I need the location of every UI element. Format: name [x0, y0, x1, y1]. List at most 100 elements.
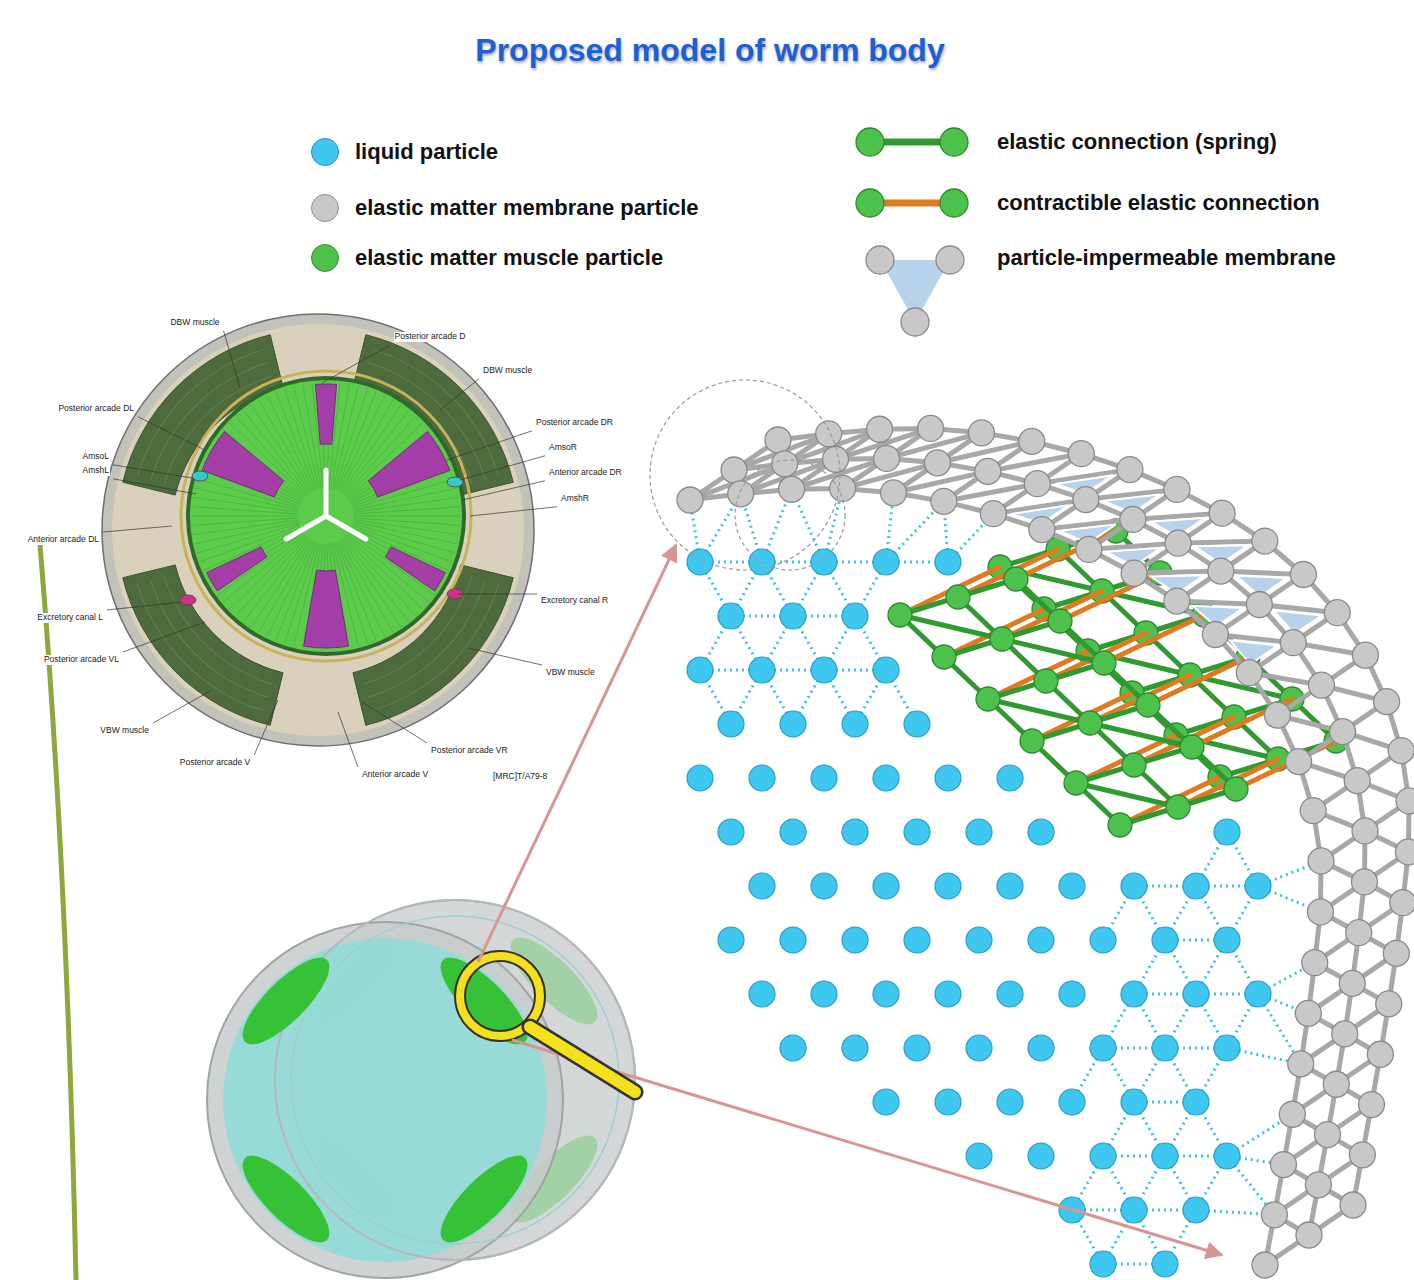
part-label: AmsoL	[82, 452, 110, 462]
contractile-spring	[1090, 675, 1190, 723]
part-label: Excretory canal L	[36, 613, 104, 623]
liquid-particle	[749, 873, 775, 899]
leader-line	[447, 431, 532, 460]
liquid-particle	[842, 711, 868, 737]
legend-text: elastic connection (spring)	[997, 129, 1277, 155]
part-label: Posterior arcade VR	[430, 746, 509, 756]
membrane-particle	[1344, 768, 1370, 794]
membrane-particle	[1290, 562, 1316, 588]
liquid-particle	[873, 981, 899, 1007]
membrane-particle	[1352, 818, 1378, 844]
membrane-particle	[1246, 592, 1272, 618]
muscle-particle-group	[988, 519, 1348, 789]
membrane-particle	[1280, 630, 1306, 656]
legend-text: liquid particle	[355, 139, 498, 165]
liquid-particle	[811, 549, 837, 575]
liquid-particle	[1214, 1143, 1240, 1169]
leader-line	[254, 700, 278, 755]
muscle-particle	[1048, 609, 1072, 633]
leader-line	[123, 622, 205, 652]
membrane-particle	[1073, 487, 1099, 513]
membrane-particle	[1295, 1000, 1321, 1026]
pharynx-fibre	[294, 386, 320, 489]
leader-line	[458, 594, 537, 595]
membrane-particle	[874, 445, 900, 471]
membrane-particle	[1068, 441, 1094, 467]
legend-swatch	[311, 194, 339, 222]
muscle-particle	[1166, 795, 1190, 819]
liquid-particle	[904, 711, 930, 737]
legend-text: elastic matter muscle particle	[355, 245, 663, 271]
part-label: Posterior arcade DR	[535, 418, 614, 428]
liquid-particle	[1090, 927, 1116, 953]
liquid-particle	[780, 927, 806, 953]
membrane-particle	[1288, 1051, 1314, 1077]
leader-line	[470, 507, 557, 516]
membrane-particle	[772, 451, 798, 477]
part-label: AmsoR	[548, 443, 578, 453]
liquid-particle	[997, 873, 1023, 899]
pharynx-fibre	[195, 522, 299, 544]
muscle-particle	[976, 687, 1000, 711]
liquid-particle	[811, 765, 837, 791]
liquid-particle	[935, 981, 961, 1007]
marginal-cell	[315, 384, 336, 444]
liquid-particle	[687, 765, 713, 791]
membrane-particle	[1367, 1041, 1393, 1067]
contractile-spring	[1178, 759, 1278, 807]
liquid-particle	[811, 981, 837, 1007]
liquid-particle	[997, 765, 1023, 791]
legend-text: elastic matter membrane particle	[355, 195, 699, 221]
back-outline	[275, 900, 635, 1260]
marginal-cell	[385, 547, 445, 591]
liquid-particle	[718, 927, 744, 953]
pharynx-fibre	[354, 516, 460, 517]
muscle-particle	[946, 585, 970, 609]
muscle-particle	[1180, 735, 1204, 759]
leader-line	[362, 702, 427, 743]
membrane-particle	[867, 416, 893, 442]
membrane-particle	[1396, 788, 1414, 814]
muscle-particle-group	[888, 567, 1248, 837]
liquid-particle	[966, 1143, 992, 1169]
liquid-particle	[873, 549, 899, 575]
liquid-particle	[1183, 1089, 1209, 1115]
liquid-particle	[1183, 873, 1209, 899]
membrane-particle	[1117, 457, 1143, 483]
membrane-particle	[1261, 1202, 1287, 1228]
legend-sample	[852, 122, 972, 162]
membrane-particle	[1374, 689, 1400, 715]
membrane-particle	[1349, 1142, 1375, 1168]
liquid-particle	[966, 819, 992, 845]
leader-line	[138, 417, 205, 450]
liquid-particle	[811, 873, 837, 899]
muscle-particle	[1092, 651, 1116, 675]
liquid-particle	[718, 819, 744, 845]
liquid-particle	[842, 927, 868, 953]
membrane-particle	[1264, 702, 1290, 728]
leader-line	[338, 712, 358, 767]
worm-cylinder-sketch	[207, 900, 635, 1278]
liquid-particle	[687, 657, 713, 683]
back-inner-outline	[291, 916, 619, 1244]
leader-line	[113, 465, 192, 478]
liquid-particle	[904, 1035, 930, 1061]
liquid-particle	[873, 1089, 899, 1115]
liquid-particle	[873, 657, 899, 683]
membrane-particle	[931, 488, 957, 514]
pharynx-fibre	[259, 540, 312, 632]
contractile-spring	[1192, 699, 1292, 747]
membrane-particle	[1019, 428, 1045, 454]
contractile-spring	[1148, 657, 1248, 705]
membrane-particle	[880, 480, 906, 506]
membrane-particle	[1315, 1122, 1341, 1148]
membrane-particle	[1395, 839, 1414, 865]
liquid-particle	[1245, 873, 1271, 899]
liquid-particle	[749, 765, 775, 791]
contractile-spring	[958, 549, 1058, 597]
pharynx-lumen	[286, 516, 326, 539]
membrane-particle	[823, 446, 849, 472]
liquid-particle	[1152, 1143, 1178, 1169]
contractile-spring	[1002, 591, 1102, 639]
liquid-particle	[1028, 819, 1054, 845]
